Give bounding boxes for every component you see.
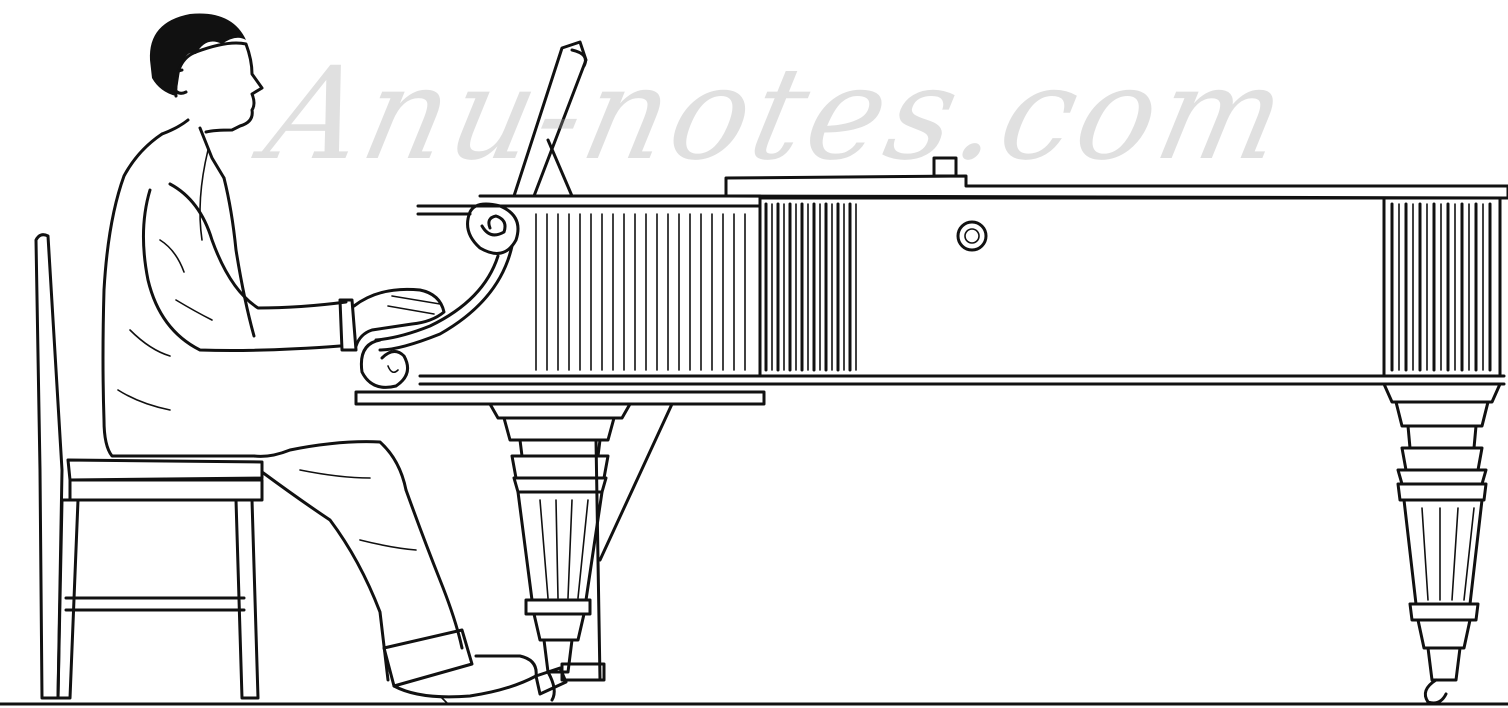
- lid-prop-block: [932, 156, 958, 178]
- piano-lid: [724, 174, 1508, 200]
- cheek-scroll: [359, 202, 520, 389]
- grand-piano: [354, 40, 1508, 705]
- pedal-lyre: [534, 402, 674, 696]
- case-tail-fluting: [1390, 202, 1492, 372]
- chair: [34, 233, 264, 700]
- keyboard-case-fluting: [535, 213, 746, 371]
- lock-escutcheon: [956, 220, 988, 252]
- piano-front-leg: [488, 402, 632, 702]
- piano-rear-leg: [1382, 382, 1502, 705]
- pianist: [101, 13, 538, 705]
- case-side-fluting: [764, 202, 857, 372]
- music-desk: [512, 40, 588, 198]
